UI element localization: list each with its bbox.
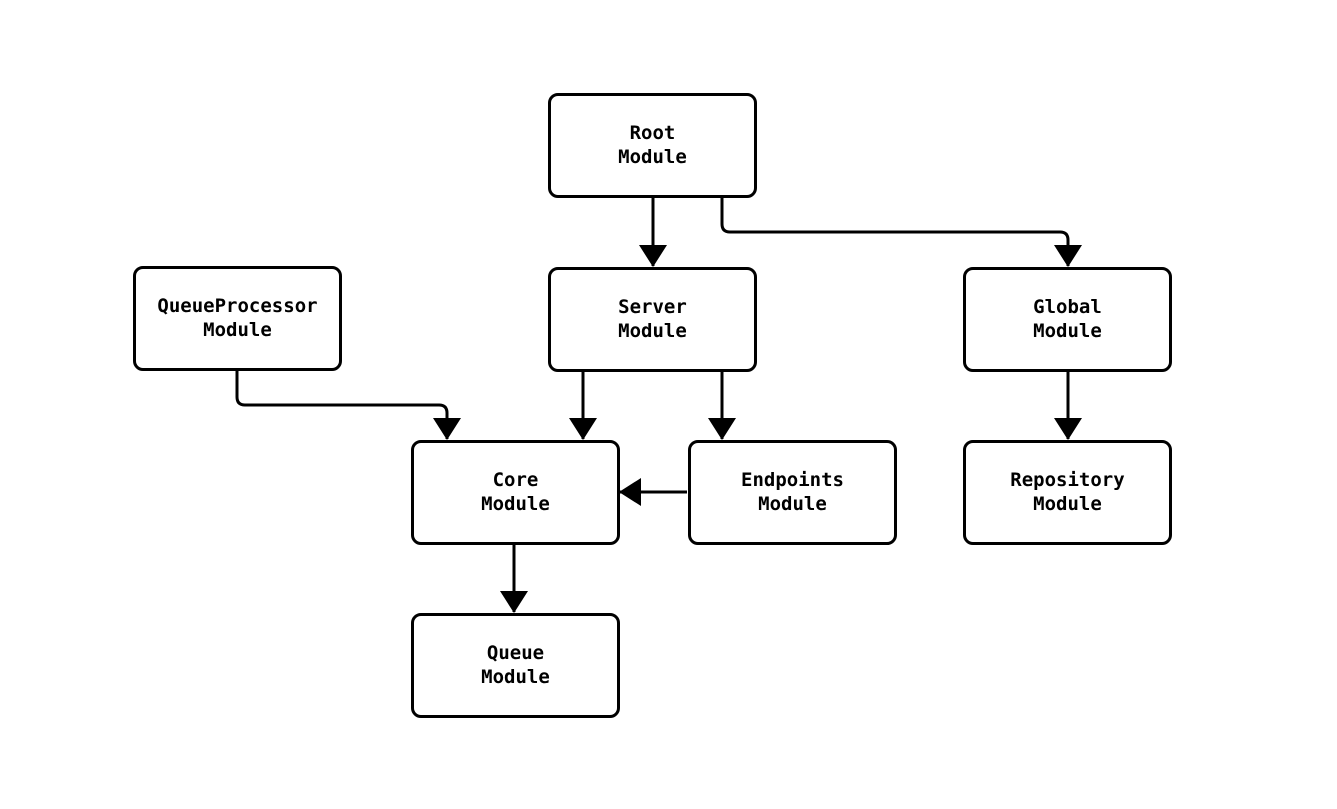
node-server-module-label: Server Module [618, 295, 687, 342]
node-server-module: Server Module [548, 267, 757, 372]
node-queue-module: Queue Module [411, 613, 620, 718]
node-repository-module: Repository Module [963, 440, 1172, 545]
node-queueprocessor-module: QueueProcessor Module [133, 266, 342, 371]
node-global-module-label: Global Module [1033, 295, 1102, 342]
edge-queueprocessor-to-core [235, 371, 461, 440]
node-core-module: Core Module [411, 440, 620, 545]
node-core-module-label: Core Module [481, 468, 550, 515]
node-queue-module-label: Queue Module [481, 641, 550, 688]
node-endpoints-module-label: Endpoints Module [741, 468, 844, 515]
node-endpoints-module: Endpoints Module [688, 440, 897, 545]
node-queueprocessor-module-label: QueueProcessor Module [157, 294, 318, 341]
node-root-module-label: Root Module [618, 121, 687, 168]
node-root-module: Root Module [548, 93, 757, 198]
node-repository-module-label: Repository Module [1010, 468, 1125, 515]
node-global-module: Global Module [963, 267, 1172, 372]
edge-root-to-global [720, 198, 1082, 267]
